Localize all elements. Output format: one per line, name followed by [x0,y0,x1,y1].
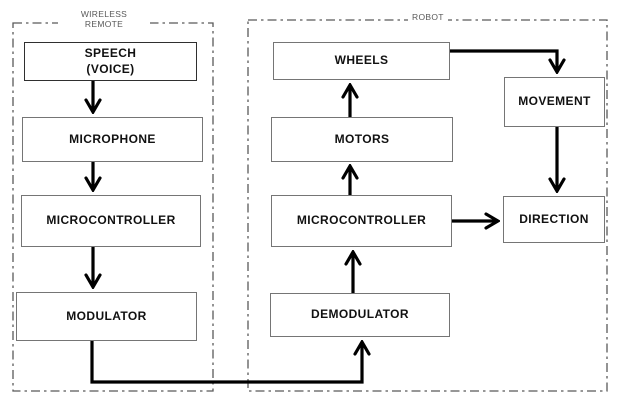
node-movement-label: MOVEMENT [518,94,591,109]
node-speech-label: SPEECH (VOICE) [84,45,137,76]
node-modulator-label: MODULATOR [66,308,147,323]
node-microcontroller-remote-label: MICROCONTROLLER [46,213,176,228]
wireless-remote-group-label: WIRELESS REMOTE [58,9,150,29]
arrow-modulator-to-demodulator [90,341,362,384]
node-demodulator-label: DEMODULATOR [311,307,409,322]
node-movement: MOVEMENT [504,77,605,127]
node-direction: DIRECTION [503,196,605,243]
node-direction-label: DIRECTION [519,211,589,226]
node-motors-label: MOTORS [334,131,390,146]
node-demodulator: DEMODULATOR [270,293,450,337]
node-microcontroller-robot: MICROCONTROLLER [271,195,452,247]
arrow-wheels-to-movement [450,49,557,72]
node-modulator: MODULATOR [16,292,197,341]
node-microcontroller-remote: MICROCONTROLLER [21,195,201,247]
node-microphone: MICROPHONE [22,117,203,162]
node-speech: SPEECH (VOICE) [24,42,197,81]
robot-group-label: ROBOT [408,12,448,22]
node-microcontroller-robot-label: MICROCONTROLLER [296,213,427,228]
node-wheels: WHEELS [273,42,450,80]
node-microphone-label: MICROPHONE [69,131,156,146]
node-motors: MOTORS [271,117,453,162]
node-wheels-label: WHEELS [334,53,389,68]
